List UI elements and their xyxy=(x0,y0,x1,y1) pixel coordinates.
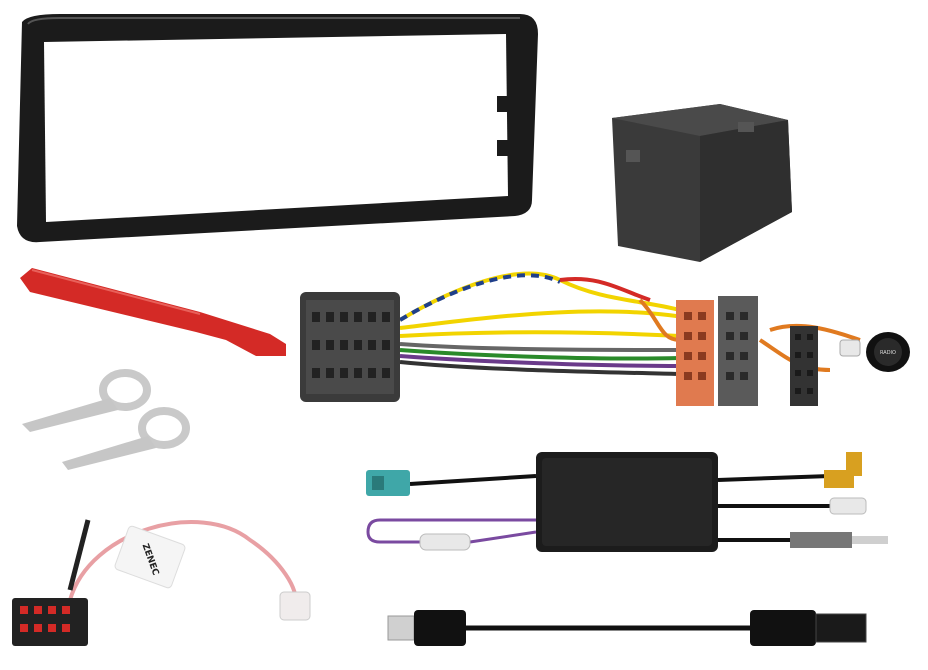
pink-cable: ZENEC xyxy=(12,519,311,646)
red-removal-tool xyxy=(20,268,286,356)
release-key-1 xyxy=(22,369,151,432)
rocker-switch: RADIO xyxy=(839,332,910,372)
release-key-2 xyxy=(62,407,190,470)
mounting-frame xyxy=(17,14,538,243)
iso-connector-orange xyxy=(676,300,714,406)
harness-main-connector xyxy=(300,292,400,402)
small-connector xyxy=(790,326,818,406)
interface-box xyxy=(612,104,792,262)
iso-connector-grey xyxy=(718,296,758,406)
antenna-adapter xyxy=(366,452,888,552)
switch-label: RADIO xyxy=(880,350,896,356)
usb-cable xyxy=(387,610,867,646)
